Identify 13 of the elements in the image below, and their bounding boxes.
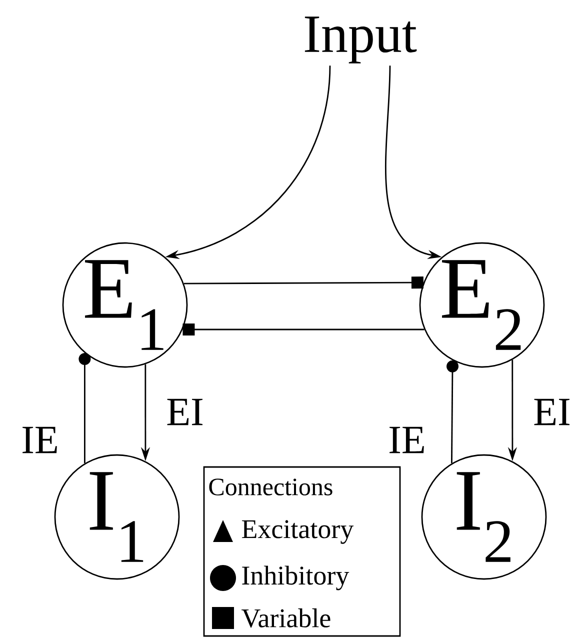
connection-arrow [446, 360, 458, 464]
edge-label: EI [165, 398, 205, 426]
edge-label: IE [20, 426, 60, 454]
legend-text: Variable [242, 608, 330, 628]
connection-arrow [184, 276, 424, 289]
connection-arrow [78, 353, 91, 464]
edge-label: EI [532, 398, 572, 426]
connection-arrow [182, 324, 424, 336]
edge-label: IE [387, 426, 427, 454]
legend-title: Connections [209, 478, 332, 496]
legend-text: Excitatory [242, 520, 354, 544]
input-label: Input [304, 16, 417, 64]
legend-text: Inhibitory [242, 566, 350, 590]
